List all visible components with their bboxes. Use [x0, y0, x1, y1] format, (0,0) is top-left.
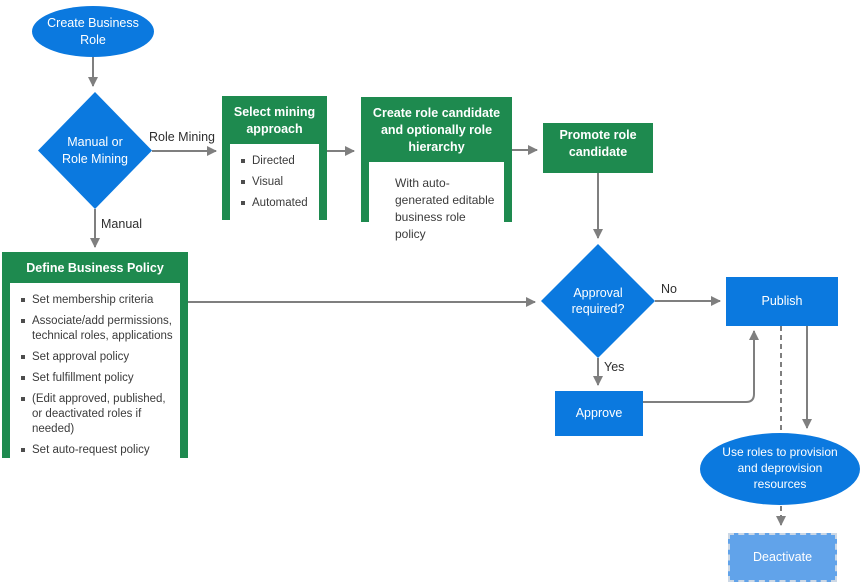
create-role-candidate-note: With auto-generated editable business ro…: [369, 161, 504, 251]
node-deactivate: Deactivate: [728, 533, 837, 582]
policy-item-auto-request: Set auto-request policy: [20, 443, 176, 458]
define-business-policy-title: Define Business Policy: [26, 261, 164, 275]
promote-role-candidate-label: Promote role candidate: [559, 128, 637, 159]
node-manual-or-role-mining-label: Manual or Role Mining: [61, 135, 128, 166]
node-publish: Publish: [726, 277, 838, 326]
mining-option-automated: Automated: [240, 196, 315, 211]
node-use-roles-label: Use roles to provision and deprovision r…: [722, 445, 838, 491]
node-approve: Approve: [555, 391, 643, 436]
node-define-business-policy: Define Business Policy Set membership cr…: [2, 252, 188, 472]
select-mining-approach-list: Directed Visual Automated: [230, 143, 319, 225]
create-role-candidate-title: Create role candidate and optionally rol…: [372, 106, 501, 154]
define-business-policy-list: Set membership criteria Associate/add pe…: [10, 282, 180, 472]
edge-label-yes: Yes: [604, 360, 625, 374]
node-create-business-role: Create Business Role: [32, 6, 154, 57]
node-select-mining-approach: Select mining approach Directed Visual A…: [222, 96, 327, 225]
node-approve-label: Approve: [575, 406, 623, 421]
node-use-roles: Use roles to provision and deprovision r…: [700, 433, 860, 505]
select-mining-approach-title: Select mining approach: [233, 105, 316, 136]
policy-item-permissions: Associate/add permissions, technical rol…: [20, 314, 176, 344]
node-promote-role-candidate: Promote role candidate: [543, 123, 653, 173]
policy-item-edit-roles: (Edit approved, published, or deactivate…: [20, 392, 176, 437]
node-deactivate-label: Deactivate: [752, 550, 813, 565]
edge-label-role-mining: Role Mining: [149, 130, 216, 144]
edge-label-manual: Manual: [101, 217, 142, 231]
policy-item-fulfillment: Set fulfillment policy: [20, 371, 176, 386]
edge-approve-to-publish: [643, 330, 759, 403]
mining-option-directed: Directed: [240, 154, 315, 169]
policy-item-membership: Set membership criteria: [20, 293, 176, 308]
edge-label-no: No: [661, 282, 677, 296]
node-create-business-role-label: Create Business Role: [47, 16, 139, 47]
policy-item-approval: Set approval policy: [20, 350, 176, 365]
node-create-role-candidate: Create role candidate and optionally rol…: [361, 97, 512, 251]
node-publish-label: Publish: [761, 294, 803, 309]
node-approval-required-label: Approval required?: [571, 285, 625, 317]
mining-option-visual: Visual: [240, 175, 315, 190]
